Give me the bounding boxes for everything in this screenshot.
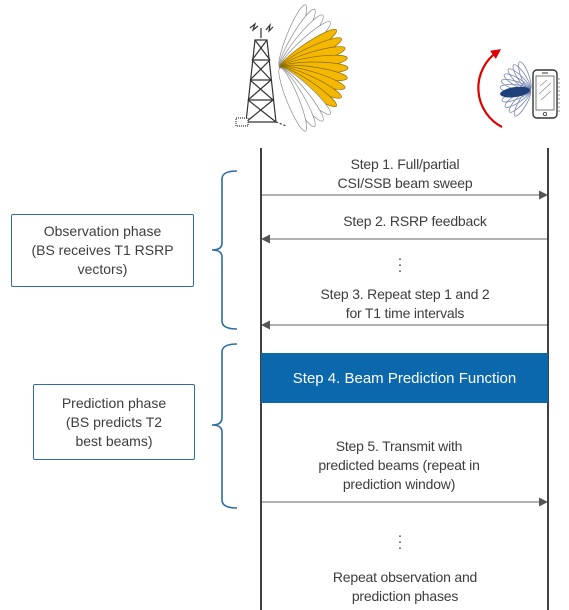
- observation-phase-title: Observation phase: [43, 223, 162, 239]
- prediction-phase-box: Prediction phase (BS predicts T2 best be…: [33, 384, 195, 460]
- smartphone-icon: [532, 69, 560, 119]
- cell-tower-icon: [235, 22, 287, 127]
- prediction-brace: [211, 343, 238, 509]
- repeat-line1: Repeat observation and: [332, 569, 478, 585]
- prediction-phase-detail: (BS predicts T2: [65, 413, 163, 430]
- prediction-phase-detail-2: best beams): [75, 432, 153, 449]
- step2-text: Step 2. RSRP feedback: [343, 213, 487, 229]
- step1-label: Step 1. Full/partial CSI/SSB beam sweep: [290, 155, 520, 193]
- observation-phase-detail: (BS receives T1 RSRP: [31, 242, 174, 258]
- step5-line3: prediction window): [342, 476, 456, 492]
- rotation-arrow-icon: [477, 49, 503, 128]
- step5-line1: Step 5. Transmit with: [335, 438, 463, 454]
- step5-label: Step 5. Transmit with predicted beams (r…: [284, 437, 514, 494]
- beam-prediction-function-box: Step 4. Beam Prediction Function: [261, 353, 548, 403]
- observation-phase-detail-2: vectors): [77, 261, 128, 277]
- prediction-phase-title: Prediction phase: [61, 394, 167, 411]
- observation-brace: [211, 170, 238, 330]
- ellipsis-2: ···: [397, 527, 403, 556]
- step2-label: Step 2. RSRP feedback: [300, 212, 530, 231]
- observation-phase-box: Observation phase (BS receives T1 RSRP v…: [11, 214, 194, 287]
- bs-beam-lobe: [278, 67, 307, 132]
- repeat-line2: prediction phases: [351, 588, 459, 604]
- step3-line2: for T1 time intervals: [345, 305, 465, 321]
- step3-label: Step 3. Repeat step 1 and 2 for T1 time …: [290, 285, 520, 323]
- step4-text: Step 4. Beam Prediction Function: [292, 369, 517, 387]
- base-station-beam-fan: [278, 4, 349, 132]
- ellipsis-1: ···: [397, 250, 403, 279]
- step3-line1: Step 3. Repeat step 1 and 2: [320, 286, 490, 302]
- step1-line1: Step 1. Full/partial: [350, 156, 460, 172]
- step1-line2: CSI/SSB beam sweep: [337, 175, 473, 191]
- ue-beam-pattern: [499, 61, 532, 117]
- step5-line2: predicted beams (repeat in: [318, 457, 480, 473]
- repeat-label: Repeat observation and prediction phases: [290, 568, 520, 606]
- ue-selected-beam: [500, 86, 531, 98]
